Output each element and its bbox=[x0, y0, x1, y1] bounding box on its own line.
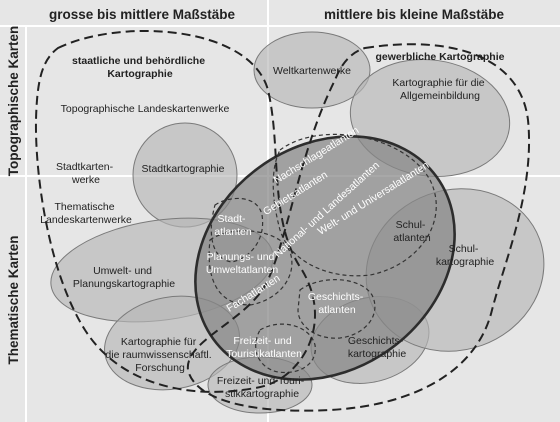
header-topographic: Topographische Karten bbox=[6, 26, 21, 177]
label-official-line1: staatliche und behördliche bbox=[72, 55, 205, 67]
outline-umweltatlanten bbox=[208, 230, 293, 306]
label-allgemeinbildung-line1: Kartographie für die bbox=[392, 77, 484, 89]
shape-weltkartenwerke bbox=[253, 31, 371, 109]
commercial-cartography-outline bbox=[186, 43, 530, 412]
label-umweltatlanten-line1: Planungs- und bbox=[207, 251, 275, 263]
label-umwelt-kartographie: Umwelt- und Planungskartographie bbox=[73, 265, 175, 290]
label-schulatlanten-line1: Schul- bbox=[396, 219, 426, 231]
label-commercial-cartography: gewerbliche Kartographie bbox=[376, 51, 505, 63]
label-freizeitatlanten-line1: Freizeit- und bbox=[233, 335, 292, 347]
label-freizeitatlanten: Freizeit- und Touristikatlanten bbox=[226, 335, 302, 360]
header-small-scales: mittlere bis kleine Maßstäbe bbox=[324, 7, 505, 22]
label-raumwiss-line2: die raumwissenschaftl. bbox=[105, 349, 211, 361]
label-weltkartenwerke: Weltkartenwerke bbox=[273, 65, 351, 77]
label-umweltatlanten: Planungs- und Umweltatlanten bbox=[206, 251, 279, 276]
label-stadtatlanten: Stadt- atlanten bbox=[214, 213, 252, 238]
outline-nachschlage bbox=[272, 133, 437, 277]
label-schulatlanten-line2: atlanten bbox=[393, 232, 431, 244]
label-geschichtsk-line2: kartographie bbox=[348, 348, 407, 360]
label-stadtkartographie: Stadtkartographie bbox=[142, 163, 225, 175]
label-allgemeinbildung: Kartographie für die Allgemeinbildung bbox=[392, 77, 487, 102]
label-stadtatlanten-line2: atlanten bbox=[214, 226, 252, 238]
label-raumwiss: Kartographie für die raumwissenschaftl. … bbox=[105, 336, 214, 374]
label-schulkartographie: Schul- kartographie bbox=[436, 243, 495, 268]
label-stadtkartenwerke-line1: Stadtkarten- bbox=[56, 161, 114, 173]
label-official-cartography: staatliche und behördliche Kartographie bbox=[72, 55, 208, 80]
outline-stadtatlanten bbox=[210, 197, 264, 263]
atlas-region bbox=[194, 135, 456, 381]
label-them-landes-line2: Landeskartenwerke bbox=[40, 214, 132, 226]
label-stadtkartenwerke: Stadtkarten- werke bbox=[56, 161, 116, 186]
label-geschichtsk-line1: Geschichts- bbox=[348, 335, 404, 347]
label-schulatlanten: Schul- atlanten bbox=[393, 219, 431, 244]
label-raumwiss-line3: Forschung bbox=[135, 362, 185, 374]
label-schulk-line2: kartographie bbox=[436, 256, 495, 268]
label-geschichtsatlanten-line2: atlanten bbox=[318, 304, 356, 316]
label-stadtkartenwerke-line2: werke bbox=[71, 174, 100, 186]
label-them-landes-line1: Thematische bbox=[54, 201, 114, 213]
label-geschichtsatlanten-line1: Geschichts- bbox=[308, 291, 364, 303]
inner-dashed-outlines bbox=[208, 133, 437, 374]
label-geschichtskartographie: Geschichts- kartographie bbox=[348, 335, 407, 360]
header-thematic: Thematische Karten bbox=[6, 235, 21, 364]
label-geschichtsatlanten: Geschichts- atlanten bbox=[308, 291, 366, 316]
label-them-landeskartenwerke: Thematische Landeskartenwerke bbox=[40, 201, 132, 226]
header-large-scales: grosse bis mittlere Maßstäbe bbox=[49, 7, 236, 22]
label-freizeit-kartographie: Freizeit- und Touri- stikkartographie bbox=[217, 375, 307, 400]
label-umweltatlanten-line2: Umweltatlanten bbox=[206, 264, 279, 276]
outline-geschichtsatlanten bbox=[297, 279, 376, 339]
label-official-line2: Kartographie bbox=[107, 68, 173, 80]
label-raumwiss-line1: Kartographie für bbox=[121, 336, 197, 348]
label-stadtatlanten-line1: Stadt- bbox=[218, 213, 247, 225]
label-landeskartenwerke: Topographische Landeskartenwerke bbox=[61, 103, 230, 115]
label-freizeit-k-line1: Freizeit- und Touri- bbox=[217, 375, 305, 387]
label-freizeitatlanten-line2: Touristikatlanten bbox=[226, 348, 302, 360]
official-cartography-outline bbox=[34, 29, 316, 393]
label-umwelt-line2: Planungskartographie bbox=[73, 278, 175, 290]
label-schulk-line1: Schul- bbox=[449, 243, 479, 255]
outline-freizeitatlanten bbox=[255, 323, 316, 374]
label-umwelt-line1: Umwelt- und bbox=[93, 265, 152, 277]
label-allgemeinbildung-line2: Allgemeinbildung bbox=[400, 90, 480, 102]
label-freizeit-k-line2: stikkartographie bbox=[225, 388, 299, 400]
